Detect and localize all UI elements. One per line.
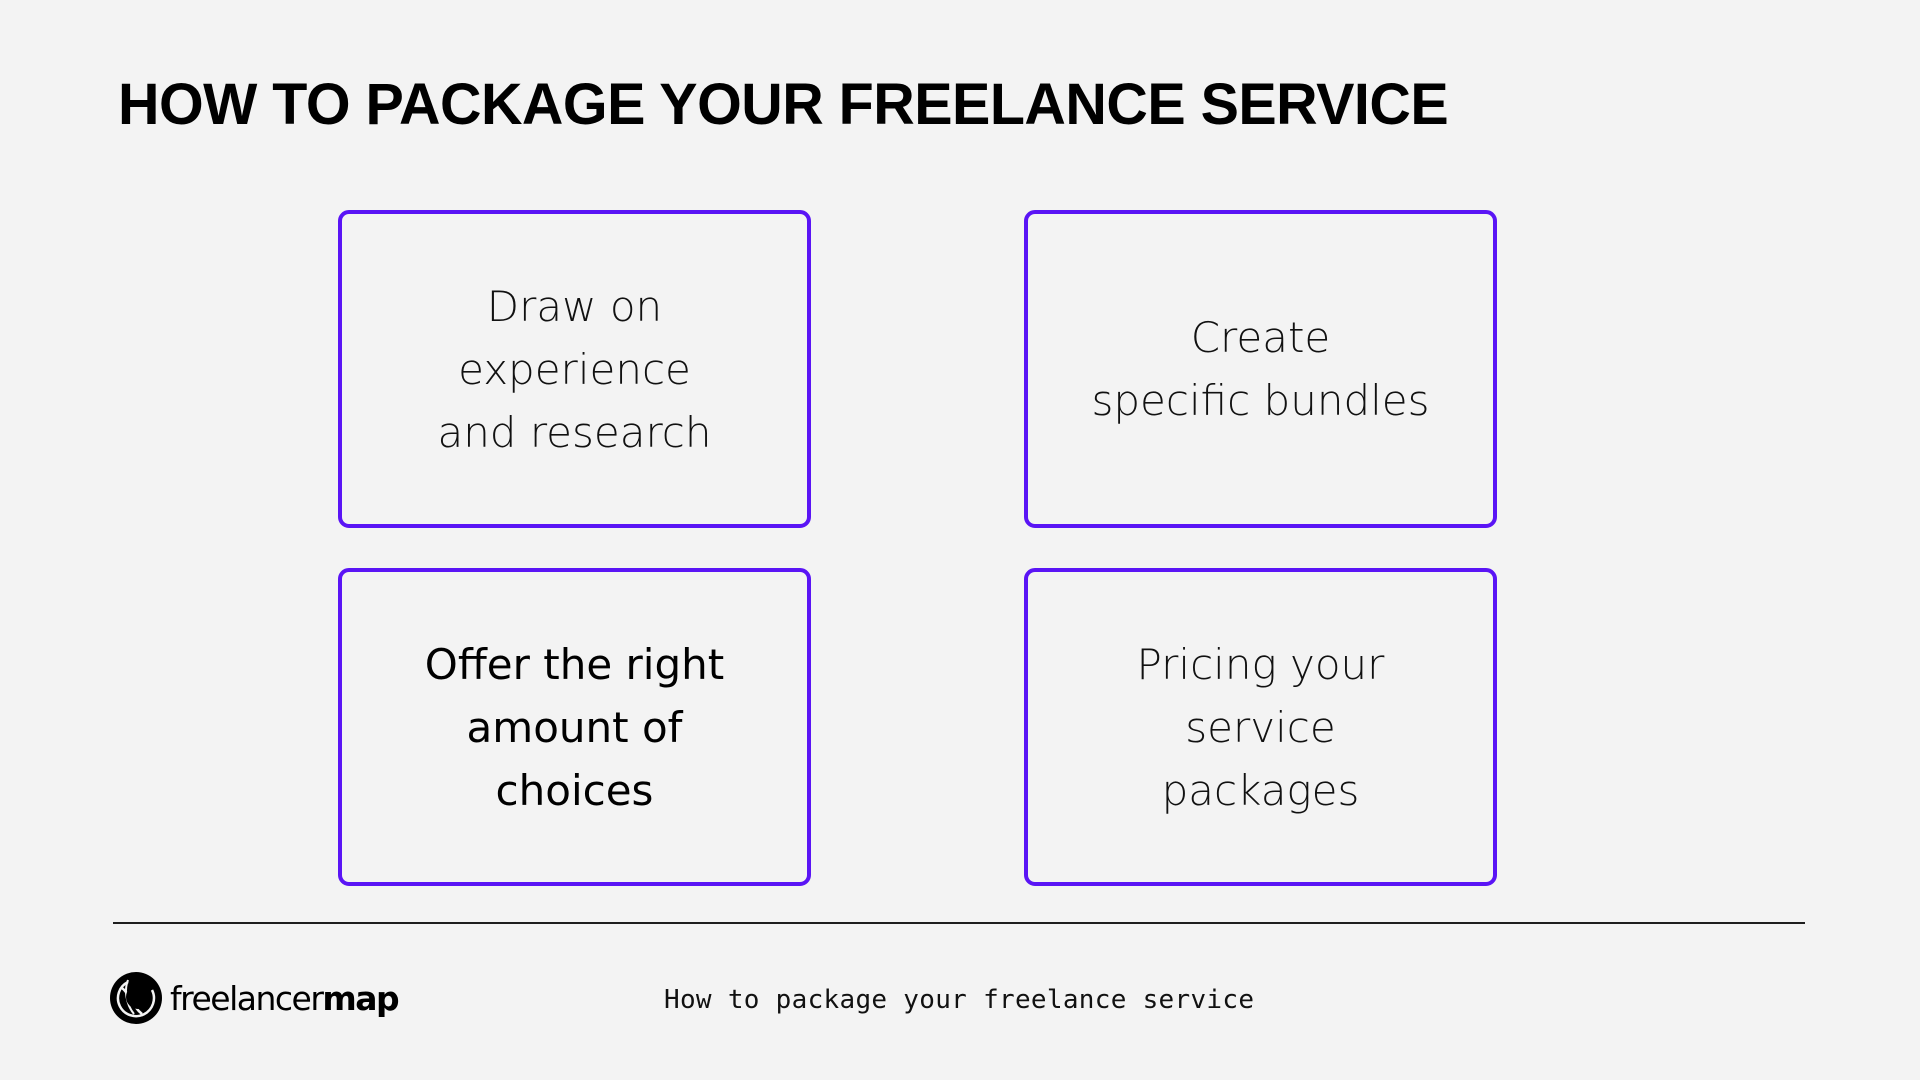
card-line: Pricing your xyxy=(1136,639,1385,689)
card-text: Create specific bundles xyxy=(1092,306,1430,432)
slide-title: HOW TO PACKAGE YOUR FREELANCE SERVICE xyxy=(118,72,1449,137)
logo-wordmark: freelancermap xyxy=(170,978,400,1018)
tip-card-right-amount-of-choices: Offer the right amount of choices xyxy=(338,568,811,886)
footer-divider xyxy=(113,922,1805,924)
card-line: packages xyxy=(1161,765,1360,815)
card-line: Draw on xyxy=(486,281,663,331)
footer-caption: How to package your freelance service xyxy=(664,985,1255,1015)
tip-card-specific-bundles: Create specific bundles xyxy=(1024,210,1497,528)
card-line: experience xyxy=(458,344,691,394)
card-line: Offer the right xyxy=(424,639,725,689)
card-line: service xyxy=(1185,702,1336,752)
freelancermap-logo: freelancermap xyxy=(108,968,400,1028)
card-line: choices xyxy=(495,765,654,815)
card-line: Create xyxy=(1190,313,1331,362)
tip-card-experience-research: Draw on experience and research xyxy=(338,210,811,528)
card-text: Draw on experience and research xyxy=(437,275,711,464)
card-line: specific bundles xyxy=(1091,376,1430,425)
logo-text-bold: map xyxy=(322,978,399,1018)
card-line: and research xyxy=(437,407,712,457)
tip-card-pricing-packages: Pricing your service packages xyxy=(1024,568,1497,886)
card-text: Offer the right amount of choices xyxy=(425,633,724,822)
freelancermap-globe-icon xyxy=(110,972,162,1024)
logo-text-light: freelancer xyxy=(170,978,324,1018)
card-line: amount of xyxy=(466,702,683,752)
card-text: Pricing your service packages xyxy=(1137,633,1385,822)
